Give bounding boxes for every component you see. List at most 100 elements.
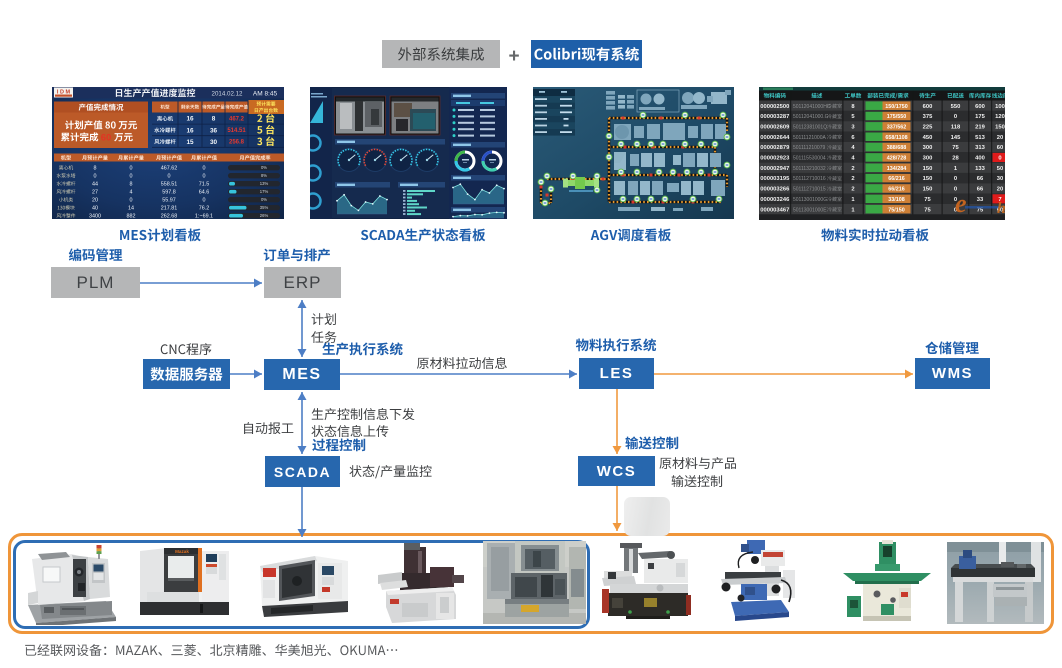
svg-text:1: 1 (851, 207, 855, 213)
svg-text:313: 313 (975, 145, 985, 151)
svg-text:66/216: 66/216 (888, 176, 905, 182)
svg-text:118: 118 (951, 124, 961, 130)
svg-text:000002609: 000002609 (760, 124, 790, 130)
svg-text:AM 8:45: AM 8:45 (253, 91, 278, 98)
svg-text:150: 150 (923, 166, 933, 172)
svg-text:50111121000A: 50111121000A (793, 135, 826, 141)
svg-text:4: 4 (851, 156, 855, 162)
svg-text:75/150: 75/150 (888, 207, 905, 213)
svg-text:0: 0 (94, 174, 97, 180)
svg-text:501115530004: 501115530004 (793, 156, 826, 162)
svg-text:h: h (997, 200, 1005, 217)
svg-text:13%: 13% (260, 181, 269, 186)
svg-text:8: 8 (94, 166, 97, 172)
svg-text:7: 7 (998, 197, 1001, 203)
svg-text:17%: 17% (260, 189, 269, 194)
svg-text:28: 28 (952, 156, 959, 162)
svg-text:14: 14 (128, 206, 134, 212)
svg-text:75: 75 (924, 207, 931, 213)
svg-text:0: 0 (954, 197, 957, 203)
svg-text:000002879: 000002879 (760, 145, 790, 151)
svg-text:375: 375 (923, 114, 933, 120)
svg-text:75: 75 (952, 145, 959, 151)
svg-text:150/1750: 150/1750 (885, 104, 907, 110)
svg-text:0: 0 (130, 174, 133, 180)
svg-text:33/108: 33/108 (888, 197, 905, 203)
svg-text:217.81: 217.81 (161, 206, 178, 212)
svg-text:388/688: 388/688 (887, 145, 907, 151)
svg-text:50113001000E: 50113001000E (793, 207, 827, 213)
svg-text:+: + (508, 46, 519, 67)
svg-text:27: 27 (92, 190, 98, 196)
svg-text:120: 120 (995, 114, 1005, 120)
svg-text:219: 219 (975, 124, 985, 130)
svg-text:26%: 26% (260, 213, 269, 218)
svg-text:35%: 35% (260, 205, 269, 210)
svg-text:20: 20 (997, 135, 1003, 141)
svg-text:150: 150 (995, 124, 1005, 130)
svg-text:501112710015: 501112710015 (793, 187, 826, 193)
svg-text:1:~69.1: 1:~69.1 (195, 214, 213, 219)
svg-text:514.51: 514.51 (227, 128, 246, 134)
svg-text:000003467: 000003467 (760, 207, 789, 213)
svg-text:550: 550 (951, 104, 961, 110)
svg-text:2014.02.12: 2014.02.12 (212, 91, 244, 98)
svg-text:8: 8 (851, 104, 855, 110)
svg-text:100: 100 (995, 104, 1005, 110)
svg-text:76.2: 76.2 (199, 206, 210, 212)
svg-text:450: 450 (923, 135, 933, 141)
svg-text:337/562: 337/562 (887, 124, 907, 130)
svg-text:44: 44 (92, 182, 98, 188)
svg-text:20: 20 (92, 198, 98, 204)
svg-text:16: 16 (186, 116, 194, 123)
svg-text:2: 2 (851, 187, 854, 193)
svg-text:0: 0 (203, 166, 206, 172)
svg-text:000003266: 000003266 (760, 187, 790, 193)
svg-text:000002923: 000002923 (760, 156, 790, 162)
svg-text:5: 5 (851, 114, 855, 120)
svg-text:16: 16 (186, 127, 194, 134)
svg-text:467.62: 467.62 (161, 166, 178, 172)
svg-text:75: 75 (977, 207, 984, 213)
svg-text:50112381001Q: 50112381001Q (793, 124, 827, 130)
svg-text:513: 513 (975, 135, 985, 141)
svg-text:33: 33 (977, 197, 984, 203)
svg-text:55.97: 55.97 (162, 198, 176, 204)
svg-text:225: 225 (923, 124, 933, 130)
svg-text:50113001000G: 50113001000G (793, 197, 827, 203)
svg-text:50112041000.G: 50112041000.G (793, 114, 829, 120)
svg-text:2: 2 (851, 166, 854, 172)
svg-text:0: 0 (130, 166, 133, 172)
svg-text:50112041000HC: 50112041000HC (793, 104, 831, 110)
svg-text:Mazak: Mazak (175, 549, 189, 554)
svg-text:882: 882 (127, 214, 136, 219)
svg-text:0: 0 (168, 174, 171, 180)
svg-text:133: 133 (975, 166, 985, 172)
svg-text:6: 6 (851, 135, 855, 141)
svg-text:501111210079: 501111210079 (793, 145, 825, 151)
svg-text:000003195: 000003195 (760, 176, 790, 182)
svg-text:e: e (955, 189, 967, 218)
svg-text:4: 4 (130, 190, 133, 196)
svg-text:0: 0 (203, 174, 206, 180)
svg-text:600: 600 (923, 104, 933, 110)
svg-text:175/550: 175/550 (887, 114, 907, 120)
svg-text:000003246: 000003246 (760, 197, 790, 203)
svg-text:467.2: 467.2 (229, 117, 245, 123)
svg-text:0%: 0% (261, 197, 267, 202)
svg-text:71.5: 71.5 (199, 182, 210, 188)
svg-text:501112710016: 501112710016 (793, 176, 826, 182)
svg-text:1: 1 (954, 166, 958, 172)
svg-text:0: 0 (954, 176, 957, 182)
svg-text:20: 20 (997, 187, 1003, 193)
svg-text:66: 66 (977, 187, 984, 193)
svg-text:000002947: 000002947 (760, 166, 789, 172)
svg-text:256.8: 256.8 (229, 140, 245, 146)
svg-text:0%: 0% (261, 165, 267, 170)
svg-text:75: 75 (924, 197, 931, 203)
svg-text:8%: 8% (261, 173, 267, 178)
svg-text:428/728: 428/728 (887, 156, 907, 162)
svg-text:50: 50 (997, 166, 1003, 172)
svg-text:134/284: 134/284 (887, 166, 907, 172)
svg-text:597.8: 597.8 (162, 190, 176, 196)
